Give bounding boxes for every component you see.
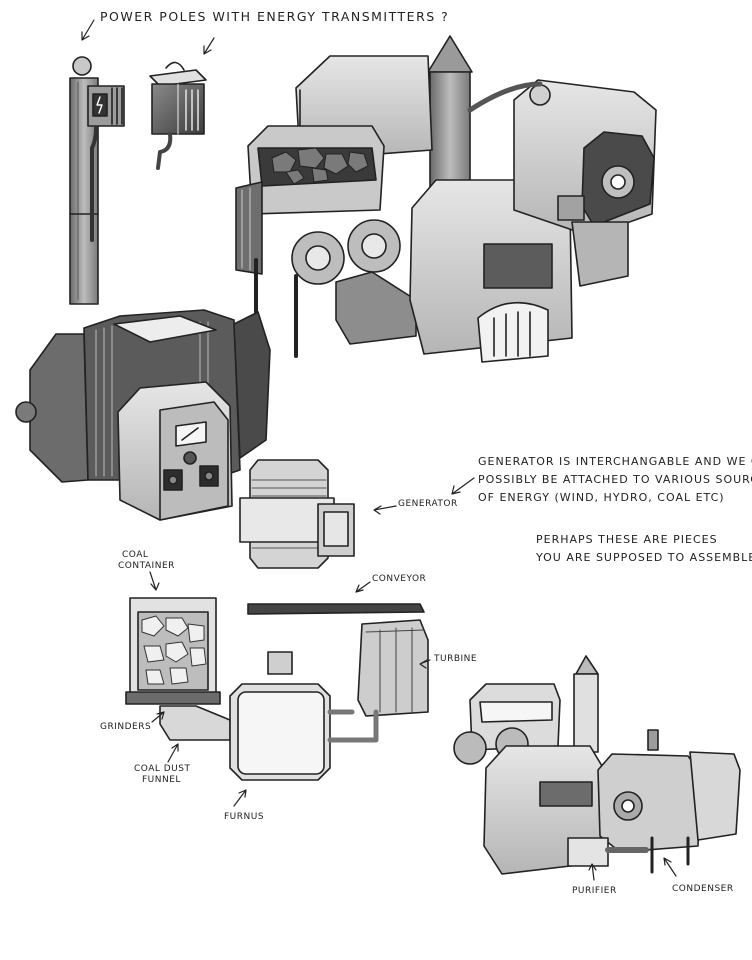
turbine-label: TURBINE xyxy=(434,654,478,664)
plant-schematic-sketch xyxy=(125,459,429,781)
assembled-plant-small-sketch xyxy=(453,655,741,875)
power-poles-note: POWER POLES WITH ENERGY TRANSMITTERS ? xyxy=(100,9,450,24)
condenser-label: CONDENSER xyxy=(672,884,734,894)
generator-sketch xyxy=(15,309,271,521)
coal-container-label-line-1: COAL xyxy=(122,550,149,560)
purifier-label: PURIFIER xyxy=(572,886,617,896)
conveyor-label: CONVEYOR xyxy=(372,574,427,584)
generator-note-line-1: GENERATOR IS INTERCHANGABLE AND WE CAN xyxy=(478,455,752,468)
generator-label: GENERATOR xyxy=(398,499,458,509)
power-pole-sketch xyxy=(69,56,125,305)
pieces-note-line-1: PERHAPS THESE ARE PIECES xyxy=(536,533,718,546)
pieces-note-line-2: YOU ARE SUPPOSED TO ASSEMBLE xyxy=(536,551,752,564)
generator-note-line-2: POSSIBLY BE ATTACHED TO VARIOUS SOURCES xyxy=(478,473,752,486)
coal-dust-funnel-label-line-1: COAL DUST xyxy=(134,764,191,774)
furnus-label: FURNUS xyxy=(224,812,265,822)
coal-container-label-line-2: CONTAINER xyxy=(118,561,175,571)
annotation-arrows xyxy=(81,19,677,881)
energy-transmitter-sketch xyxy=(149,61,207,170)
grinders-label: GRINDERS xyxy=(100,722,152,732)
coal-dust-funnel-label-line-2: FUNNEL xyxy=(142,775,181,785)
generator-note-line-3: OF ENERGY (WIND, HYDRO, COAL ETC) xyxy=(478,491,725,504)
coal-plant-assembled-sketch xyxy=(235,35,657,363)
